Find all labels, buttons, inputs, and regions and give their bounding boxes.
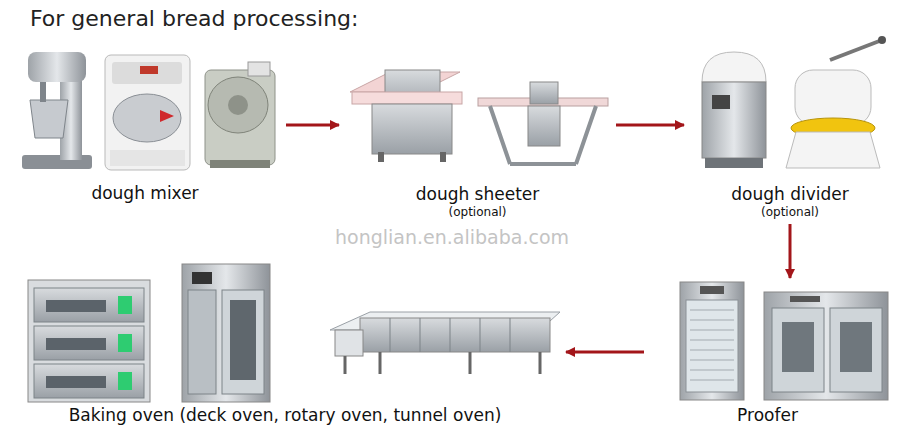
tunnel-oven xyxy=(330,312,560,374)
flow-arrow xyxy=(566,351,644,354)
watermark: honglian.en.alibaba.com xyxy=(335,226,569,248)
station-label: Proofer xyxy=(737,405,798,426)
station-note: (optional) xyxy=(449,205,507,220)
station-label: dough sheeter xyxy=(416,184,540,205)
station-label: dough divider xyxy=(731,184,848,205)
flow-arrow xyxy=(789,224,792,278)
station-box: dough divider(optional) xyxy=(690,40,890,224)
station-box: dough sheeter(optional) xyxy=(345,40,610,224)
diagram-title: For general bread processing: xyxy=(30,6,358,31)
station-label: Baking oven (deck oven, rotary oven, tun… xyxy=(69,405,502,426)
station-label: dough mixer xyxy=(91,183,198,204)
station-box: Proofer xyxy=(650,278,885,430)
spiral-mixer xyxy=(105,55,190,170)
rotary-proofer xyxy=(764,292,888,400)
flow-arrow xyxy=(616,124,684,127)
deck-oven xyxy=(28,280,150,402)
station-box: Baking oven (deck oven, rotary oven, tun… xyxy=(10,252,560,430)
dough-sheeter xyxy=(350,70,462,162)
proofer-cabinet xyxy=(680,282,744,400)
station-box: dough mixer xyxy=(10,40,280,208)
station-note: (optional) xyxy=(761,205,819,220)
planetary-mixer xyxy=(22,52,92,169)
rotary-oven xyxy=(182,264,270,402)
divider-rounder xyxy=(786,36,886,168)
flow-arrow xyxy=(286,124,339,127)
dough-divider xyxy=(702,52,766,168)
horizontal-mixer xyxy=(205,62,275,168)
reversible-sheeter xyxy=(478,82,608,164)
